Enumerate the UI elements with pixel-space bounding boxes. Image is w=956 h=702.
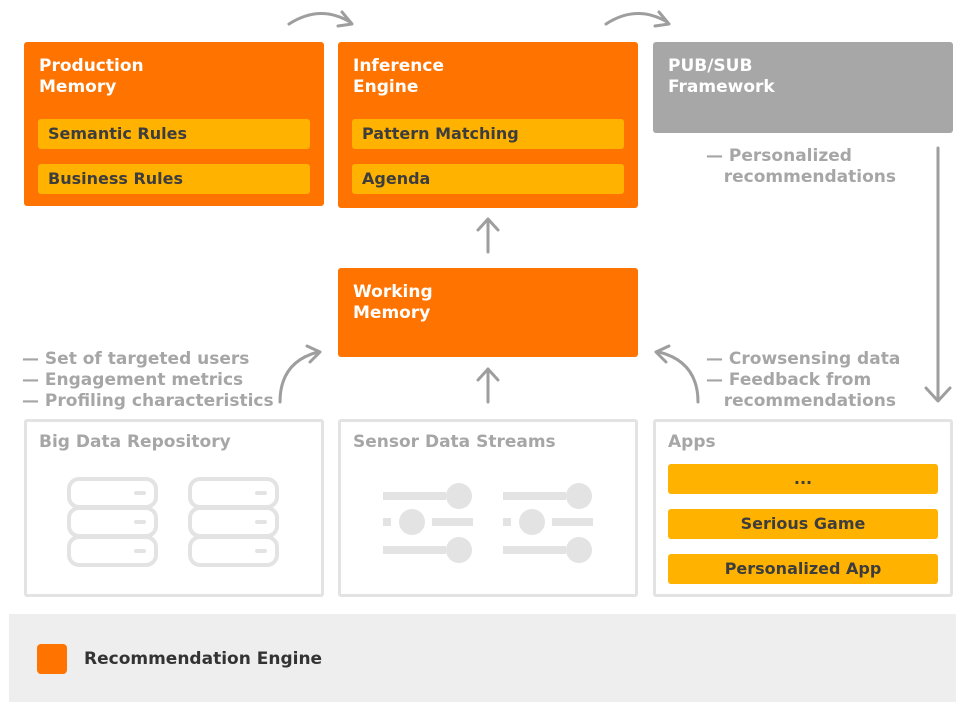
legend-label: Recommendation Engine: [84, 649, 323, 669]
curved-arrow-head-icon: [305, 344, 322, 364]
curved-arrow-icon: [657, 350, 700, 404]
sensor-data-streams-title: Sensor Data Streams: [353, 432, 556, 452]
serious-game-chip: Serious Game: [668, 509, 938, 539]
curved-arrow-icon: [604, 12, 669, 26]
sensor-data-streams-box: Sensor Data Streams: [338, 419, 638, 597]
legend-swatch-orange: [37, 644, 67, 674]
up-arrow-head-icon: [476, 217, 500, 232]
pubsub-framework-box: PUB/SUB Framework: [653, 42, 953, 133]
curved-arrow-icon: [287, 12, 352, 26]
curved-arrow-head-icon: [653, 10, 671, 28]
personalized-app-chip: Personalized App: [668, 554, 938, 584]
curved-arrow-head-icon: [336, 10, 354, 28]
semantic-rules-chip: Semantic Rules: [38, 119, 310, 149]
apps-title: Apps: [668, 432, 716, 452]
big-data-repository-title: Big Data Repository: [39, 432, 231, 452]
inference-engine-box: Inference Engine Pattern Matching Agenda: [338, 42, 638, 208]
right-input-notes: — Crowsensing data — Feedback from recom…: [706, 349, 901, 411]
curved-arrow-head-icon: [654, 344, 671, 364]
down-arrow-head-icon: [924, 386, 952, 403]
pattern-matching-chip: Pattern Matching: [352, 119, 624, 149]
apps-box: Apps ... Serious Game Personalized App: [653, 419, 953, 597]
curved-arrow-icon: [278, 350, 320, 404]
agenda-chip: Agenda: [352, 164, 624, 194]
left-input-notes: — Set of targeted users — Engagement met…: [22, 349, 274, 411]
up-arrow-head-icon: [476, 367, 500, 382]
server-stack-icon: [188, 477, 279, 567]
working-memory-box: Working Memory: [338, 268, 638, 357]
production-memory-title: Production Memory: [39, 56, 144, 97]
slider-controls-icon: [503, 483, 593, 563]
personalized-recommendations-note: — Personalized recommendations: [706, 146, 896, 187]
working-memory-title: Working Memory: [353, 282, 433, 323]
legend: Recommendation Engine: [9, 614, 956, 702]
production-memory-box: Production Memory Semantic Rules Busines…: [24, 42, 324, 206]
business-rules-chip: Business Rules: [38, 164, 310, 194]
inference-engine-title: Inference Engine: [353, 56, 444, 97]
apps-ellipsis-chip: ...: [668, 464, 938, 494]
pubsub-framework-title: PUB/SUB Framework: [668, 56, 775, 97]
slider-controls-icon: [383, 483, 473, 563]
server-stack-icon: [67, 477, 158, 567]
